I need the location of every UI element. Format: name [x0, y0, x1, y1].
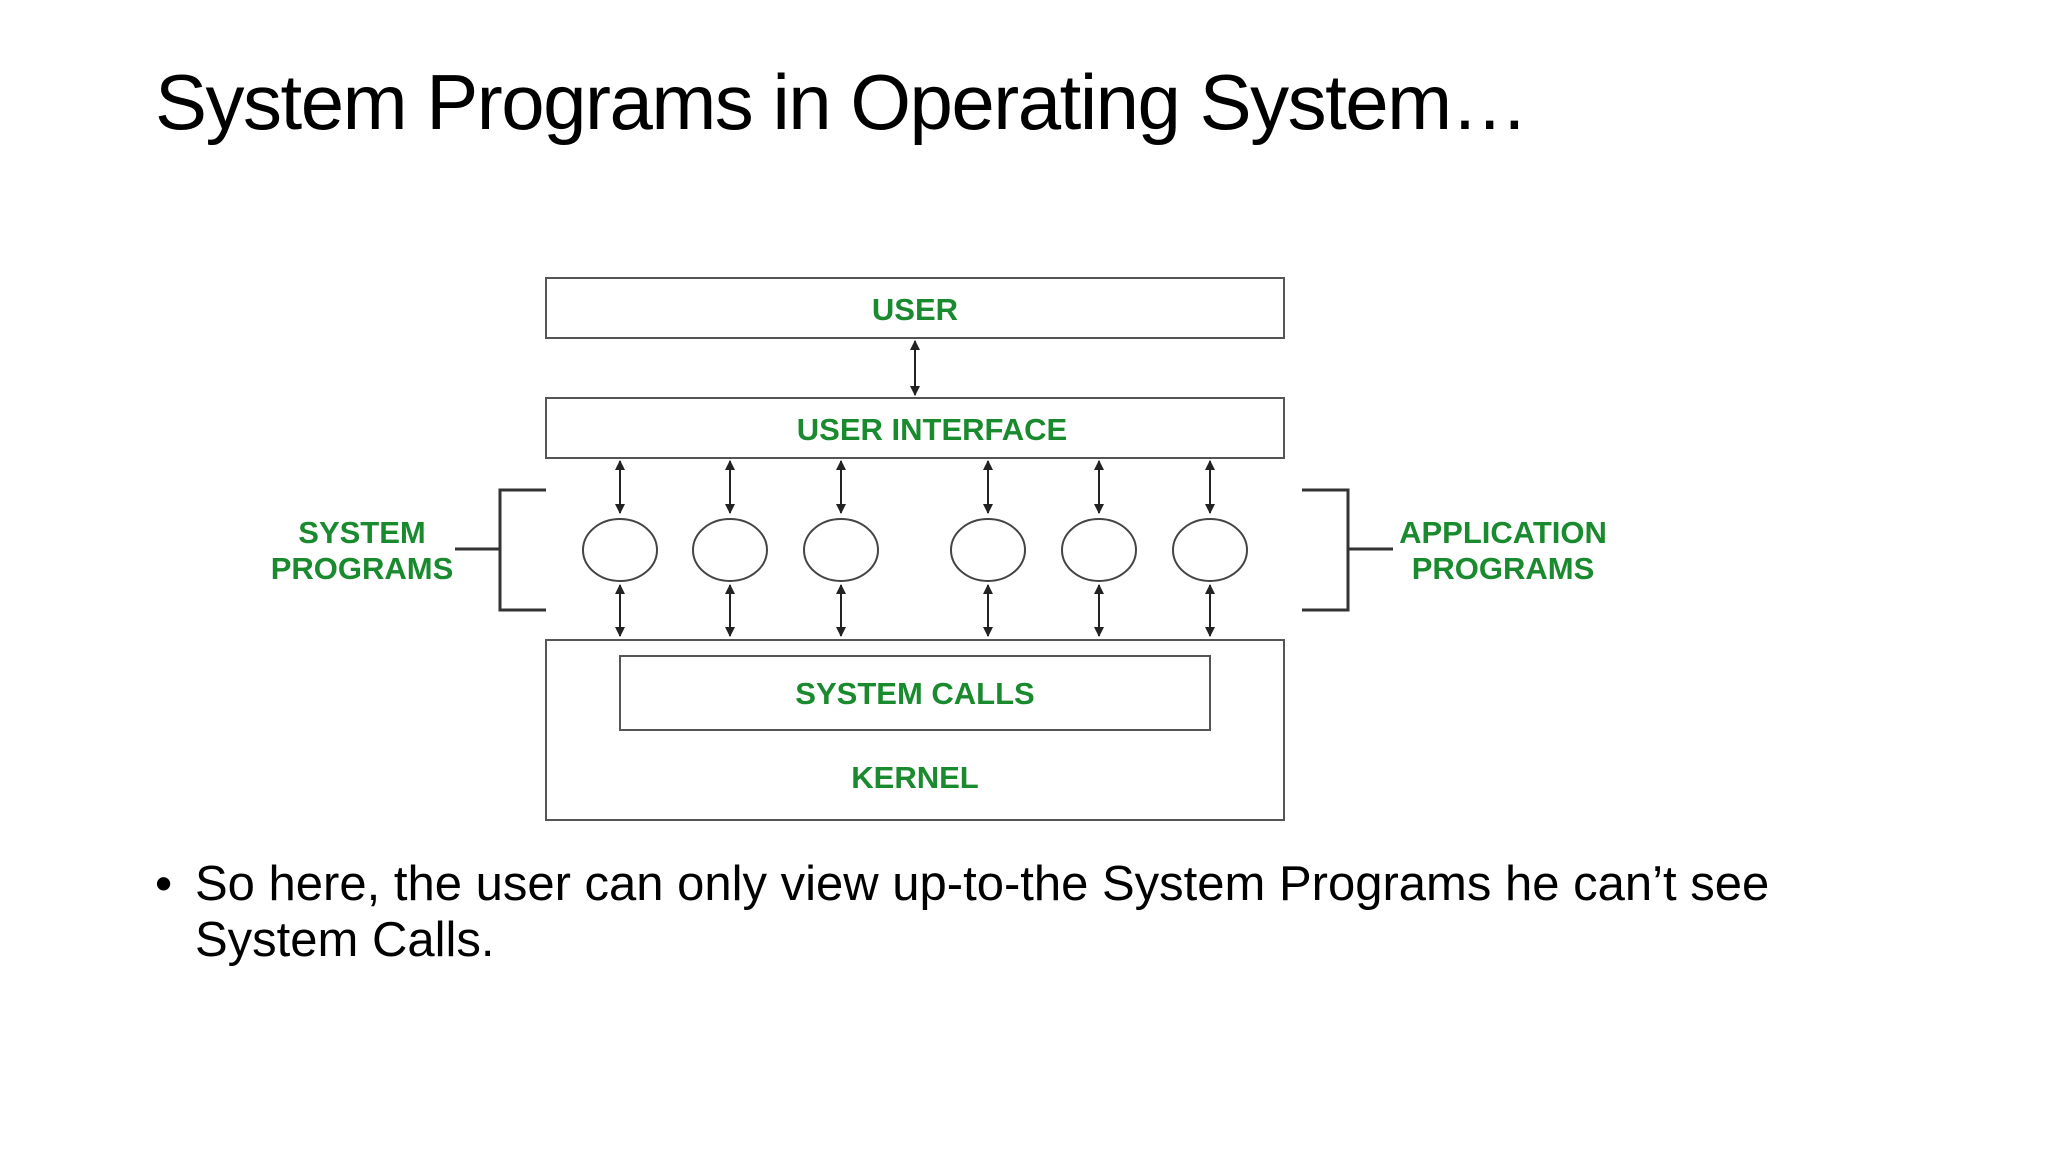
application-programs-bracket [1302, 488, 1393, 612]
user-interface-label: USER INTERFACE [797, 412, 1067, 447]
application-program-node [950, 460, 1026, 637]
user-label: USER [872, 292, 958, 327]
system-calls-box [619, 655, 1211, 731]
bullet-marker: • [155, 857, 173, 911]
application-programs-label-line1: APPLICATION [1399, 515, 1607, 550]
system-program-node [692, 460, 768, 637]
system-programs-label-line1: SYSTEM [298, 515, 425, 550]
user-box [545, 277, 1285, 339]
kernel-label: KERNEL [851, 760, 978, 795]
system-calls-label: SYSTEM CALLS [795, 676, 1034, 711]
system-program-node [803, 460, 879, 637]
slide-title: System Programs in Operating System… [155, 58, 1529, 146]
system-programs-bracket [455, 488, 546, 612]
application-program-node [1172, 460, 1248, 637]
program-nodes [582, 460, 1248, 637]
system-program-node [582, 460, 658, 637]
application-program-node [1061, 460, 1137, 637]
bullet-item: • So here, the user can only view up-to-… [155, 856, 1935, 968]
bullet-text: So here, the user can only view up-to-th… [195, 857, 1770, 967]
bullet-list: • So here, the user can only view up-to-… [155, 856, 1935, 968]
application-programs-label-line2: PROGRAMS [1412, 551, 1595, 586]
user-interface-box [545, 397, 1285, 459]
system-programs-label-line2: PROGRAMS [271, 551, 454, 586]
